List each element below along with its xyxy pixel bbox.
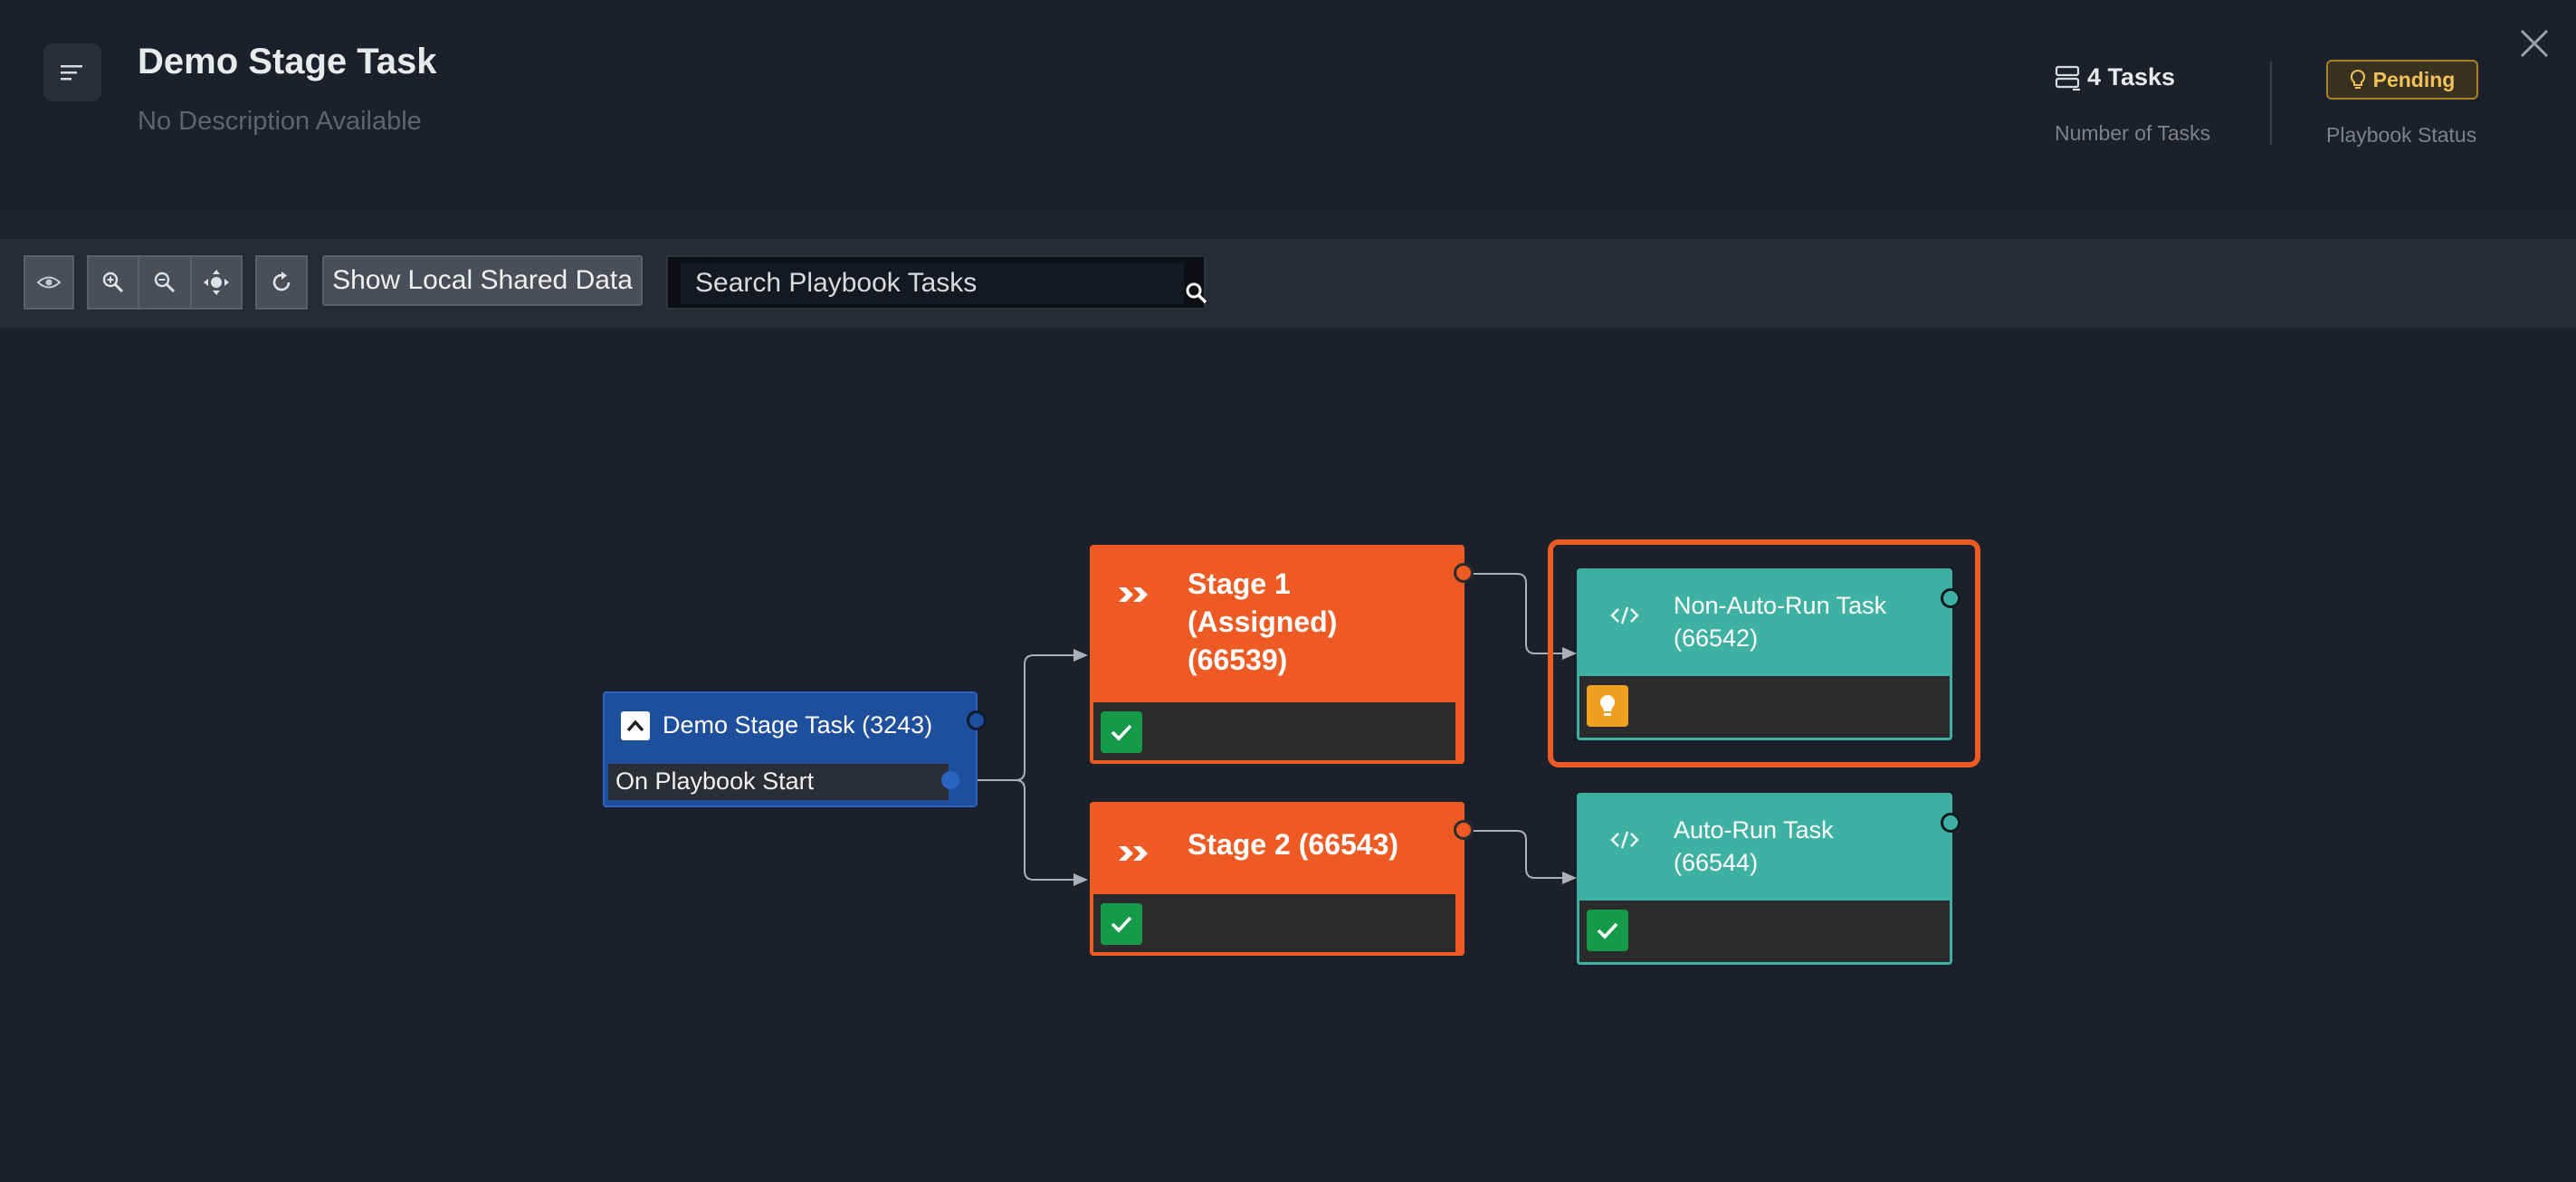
stage-chevrons-icon: [1119, 587, 1148, 602]
task-non-auto-run-node[interactable]: Non-Auto-Run Task (66542): [1577, 568, 1952, 740]
refresh-icon: [272, 272, 291, 291]
header-divider: [2270, 62, 2272, 145]
stage-2-complete-badge: [1101, 903, 1142, 945]
fit-view-button[interactable]: [190, 255, 243, 310]
zoom-out-icon: [154, 272, 176, 293]
lightbulb-icon: [2350, 69, 2365, 89]
code-icon: [1610, 831, 1639, 849]
task-auto-run-port[interactable]: [1941, 813, 1961, 833]
header-separator: [0, 210, 2576, 239]
stage-1-complete-badge: [1101, 711, 1142, 753]
edge-stage1-task1: [1465, 573, 1571, 654]
stage-2-title: Stage 2 (66543): [1188, 828, 1399, 861]
stage-1-output-port[interactable]: [1454, 563, 1474, 583]
close-icon[interactable]: [2518, 27, 2551, 60]
menu-lines-icon: [61, 65, 82, 81]
task-non-auto-run-status-area: [1579, 676, 1950, 738]
task-auto-run-title: Auto-Run Task (66544): [1674, 816, 1834, 876]
start-trigger-label: On Playbook Start: [615, 767, 815, 795]
task-non-auto-run-port[interactable]: [1941, 588, 1961, 608]
lightbulb-icon: [1600, 695, 1615, 716]
show-local-shared-data-button[interactable]: Show Local Shared Data: [322, 255, 643, 306]
tasks-count: 4 Tasks: [2055, 63, 2175, 91]
eye-icon: [36, 276, 62, 289]
task-auto-run-status-area: [1579, 901, 1950, 962]
checkmark-icon: [1597, 922, 1618, 939]
arrow-task2: [1562, 872, 1577, 884]
selected-task-highlight: [1548, 539, 1980, 767]
task-pending-badge: [1587, 685, 1628, 727]
stage-2-node[interactable]: Stage 2 (66543): [1090, 802, 1465, 956]
task-search: [666, 255, 1209, 310]
page-description: No Description Available: [138, 107, 422, 136]
stage-1-node[interactable]: Stage 1 (Assigned) (66539): [1090, 545, 1465, 764]
code-icon: [1610, 606, 1639, 624]
zoom-in-icon: [102, 272, 124, 293]
start-node-port[interactable]: [967, 710, 987, 730]
stage-2-output-port[interactable]: [1454, 820, 1474, 840]
stage-2-status-area: [1093, 894, 1455, 952]
checkmark-icon: [1111, 724, 1132, 741]
edge-stage2-task2: [1465, 830, 1571, 879]
stage-chevrons-icon: [1119, 846, 1148, 861]
page-title: Demo Stage Task: [138, 42, 437, 81]
collapse-icon[interactable]: [621, 711, 650, 740]
start-node-title: Demo Stage Task (3243): [663, 711, 933, 739]
status-label: Playbook Status: [2326, 123, 2477, 147]
trigger-output-port[interactable]: [941, 771, 959, 789]
arrow-stage2: [1073, 873, 1088, 886]
task-auto-run-node[interactable]: Auto-Run Task (66544): [1577, 793, 1952, 965]
start-node[interactable]: Demo Stage Task (3243) On Playbook Start: [603, 691, 978, 807]
stage-1-status-area: [1093, 702, 1455, 760]
tasks-count-value: 4 Tasks: [2087, 63, 2176, 91]
fit-view-icon: [204, 270, 229, 295]
toggle-visibility-button[interactable]: [24, 255, 74, 310]
checkmark-icon: [1111, 916, 1132, 933]
search-input[interactable]: [681, 262, 1184, 304]
refresh-button[interactable]: [255, 255, 308, 310]
status-badge: Pending: [2326, 60, 2478, 100]
sidebar-menu-button[interactable]: [43, 43, 101, 101]
status-badge-text: Pending: [2372, 67, 2456, 91]
search-icon[interactable]: [1184, 281, 1209, 306]
edge-start-stage1: [950, 654, 1086, 781]
stage-1-title: Stage 1 (Assigned) (66539): [1188, 567, 1338, 676]
arrow-stage1: [1073, 649, 1088, 662]
task-non-auto-run-title: Non-Auto-Run Task (66542): [1674, 592, 1887, 652]
task-complete-badge: [1587, 910, 1628, 951]
edge-start-stage2: [950, 779, 1086, 881]
zoom-in-button[interactable]: [87, 255, 139, 310]
tasks-count-label: Number of Tasks: [2055, 121, 2211, 145]
tasks-stack-icon: [2055, 65, 2080, 91]
start-trigger-row: On Playbook Start: [608, 764, 949, 800]
arrow-task1: [1562, 647, 1577, 660]
